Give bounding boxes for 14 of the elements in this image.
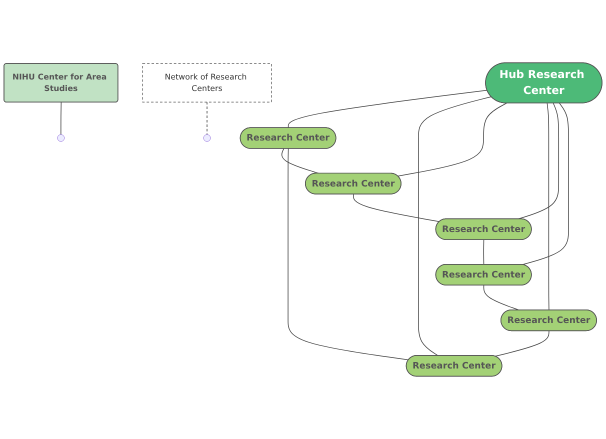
- connector: [397, 102, 508, 176]
- connector: [483, 285, 520, 311]
- connector: [288, 148, 409, 360]
- connector: [288, 90, 488, 128]
- connector: [483, 239, 484, 265]
- connector: [281, 148, 320, 174]
- connector: [353, 194, 440, 222]
- connector: [522, 102, 569, 265]
- connector: [206, 102, 208, 135]
- connector: [418, 96, 492, 356]
- connector: [518, 102, 560, 220]
- connector: [494, 330, 550, 357]
- connector: [546, 102, 550, 311]
- connector: [60, 102, 62, 135]
